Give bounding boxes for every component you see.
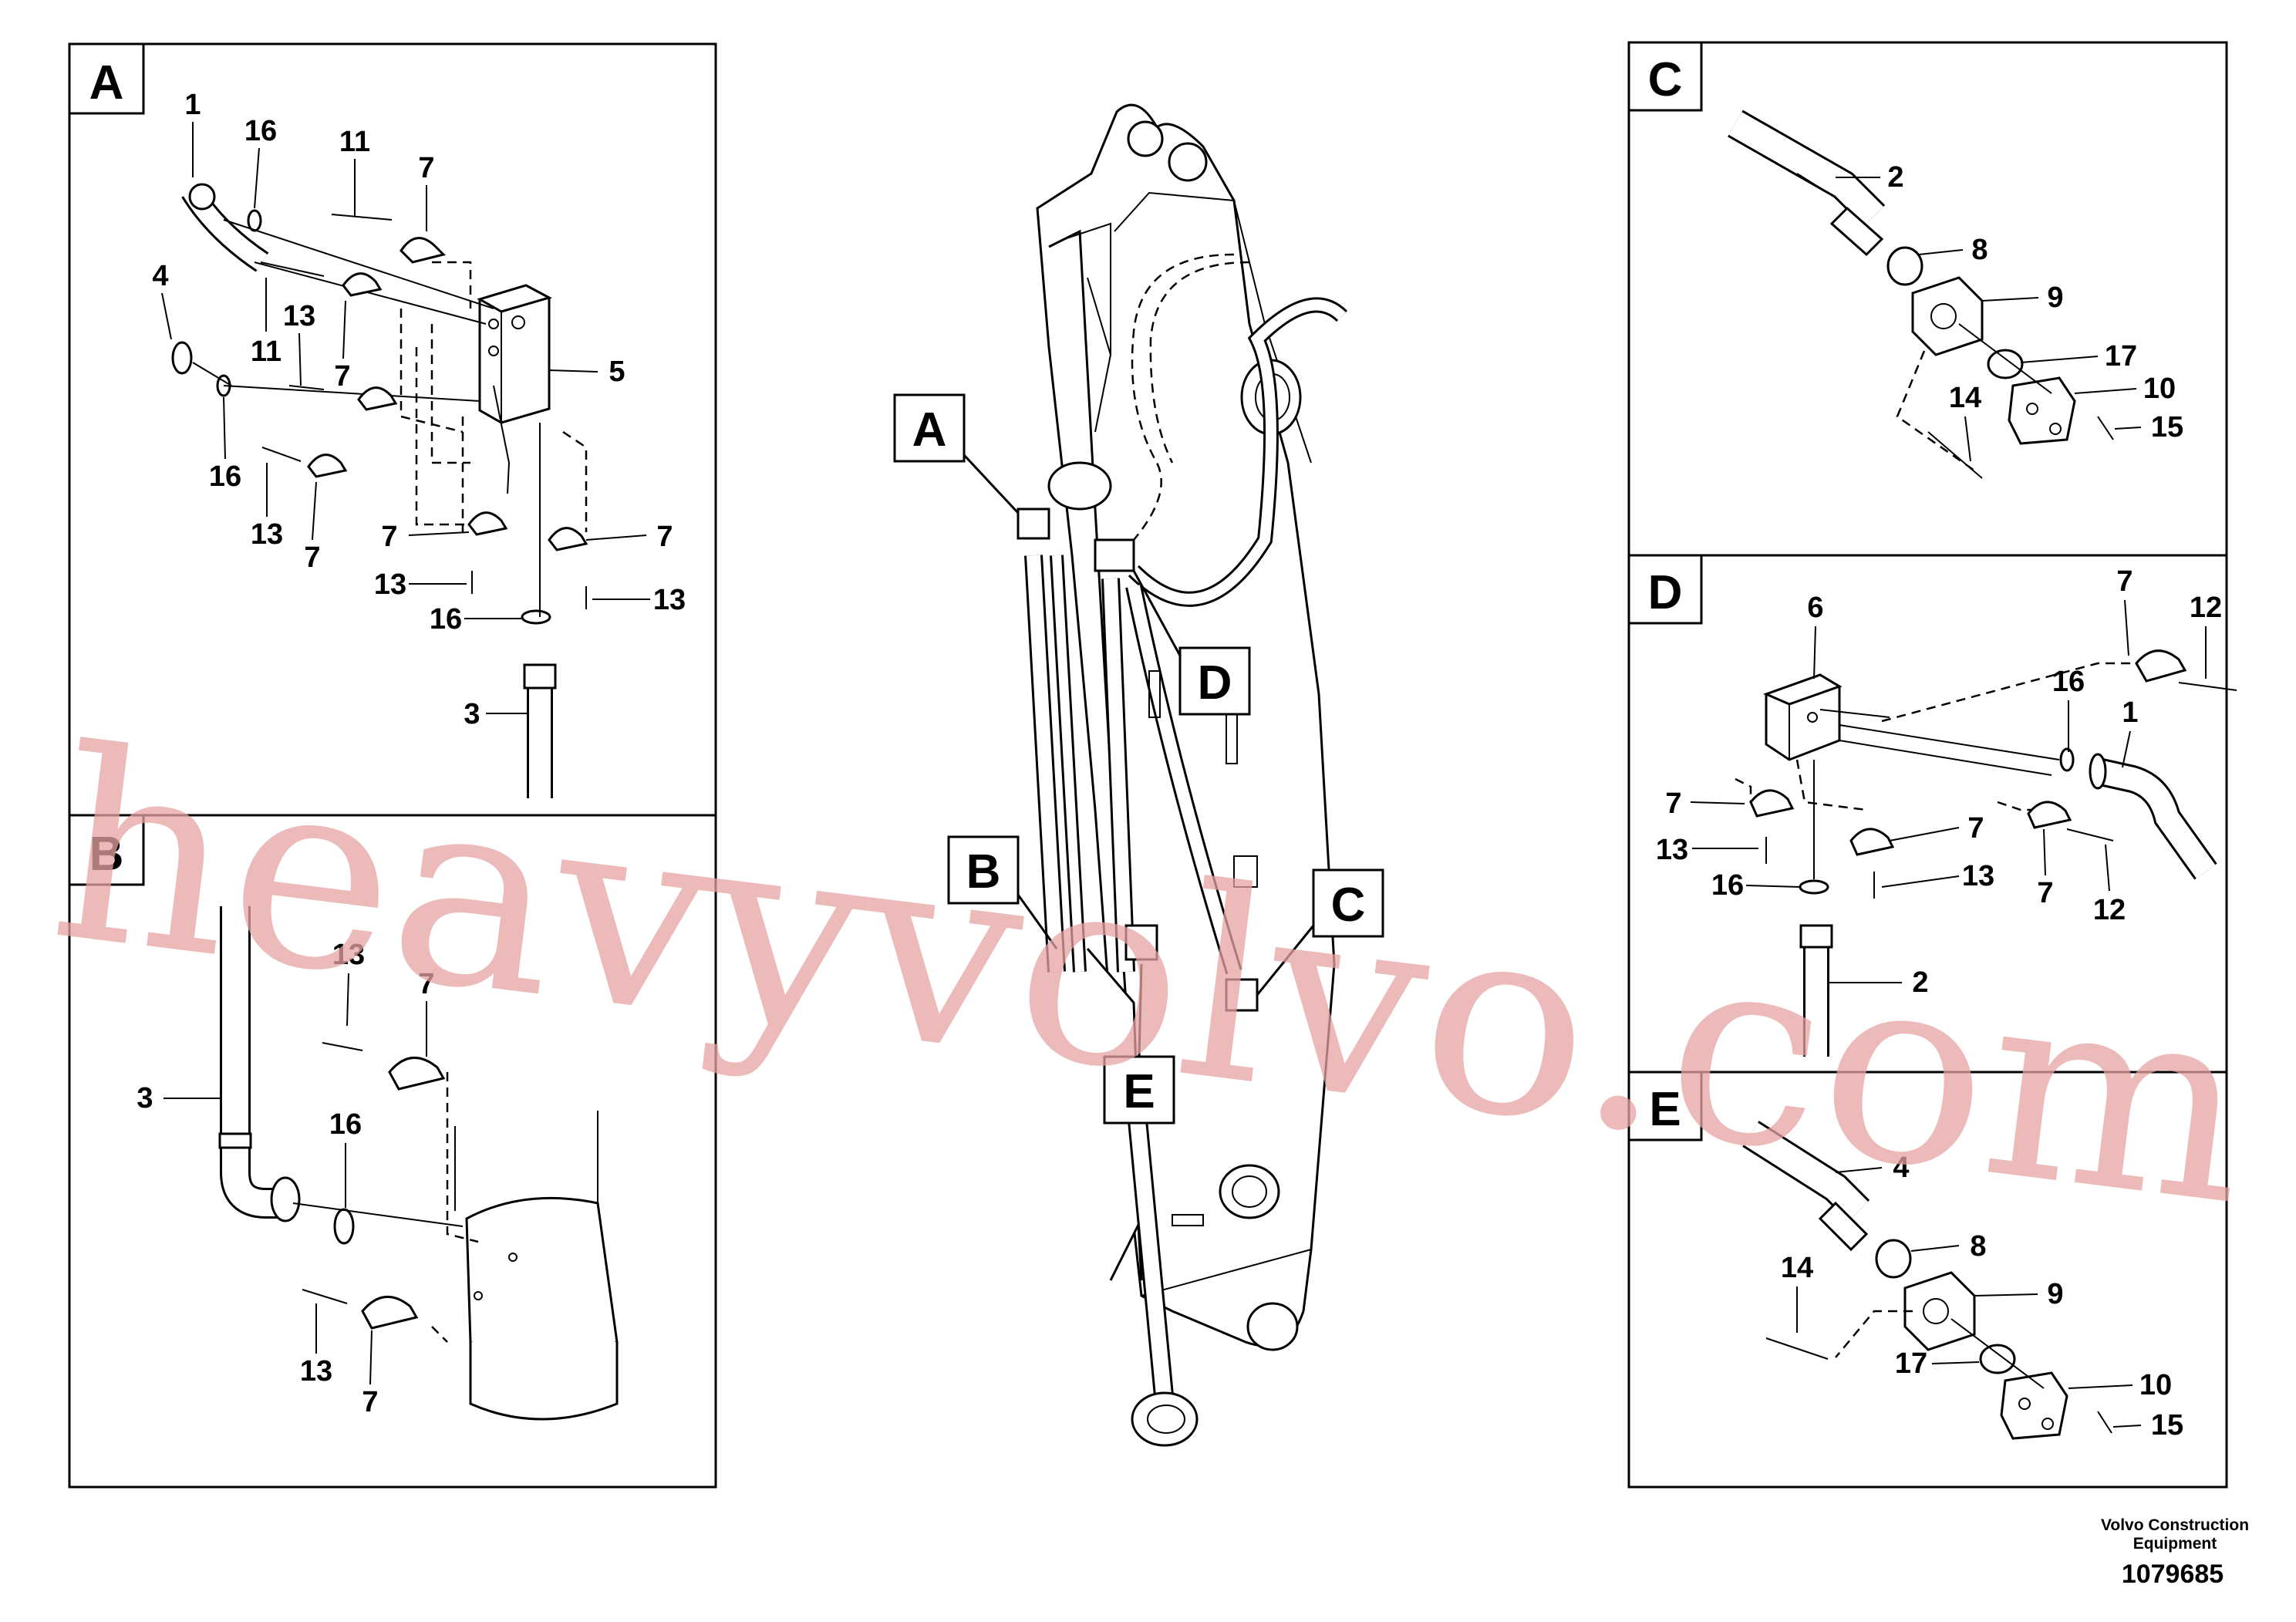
label-c-10: 10 bbox=[2143, 373, 2176, 405]
label-b-13: 13 bbox=[332, 939, 365, 971]
label-a-13d: 13 bbox=[653, 584, 686, 616]
label-e-17: 17 bbox=[1895, 1347, 1927, 1380]
label-e-14: 14 bbox=[1781, 1252, 1813, 1284]
label-e-15: 15 bbox=[2151, 1409, 2183, 1442]
label-c-15: 15 bbox=[2151, 411, 2183, 443]
boom-assembly-view: A B C D E bbox=[893, 103, 1384, 1447]
label-a-4: 4 bbox=[152, 260, 168, 292]
label-d-7b: 7 bbox=[1665, 787, 1681, 820]
label-e-8: 8 bbox=[1970, 1230, 1986, 1263]
label-c-14: 14 bbox=[1949, 382, 1981, 414]
label-e-10: 10 bbox=[2139, 1369, 2172, 1401]
label-a-7e: 7 bbox=[656, 521, 673, 553]
callout-e: E bbox=[1123, 1065, 1155, 1118]
label-d-16b: 16 bbox=[1711, 869, 1744, 902]
label-a-3: 3 bbox=[464, 698, 480, 730]
label-b-7b: 7 bbox=[362, 1386, 378, 1418]
label-a-11: 11 bbox=[339, 126, 370, 158]
label-b-3: 3 bbox=[137, 1082, 153, 1114]
label-a-7c: 7 bbox=[304, 541, 320, 574]
o-ring-icon bbox=[247, 209, 262, 232]
panel-e-tag: E bbox=[1649, 1083, 1681, 1136]
callout-b: B bbox=[966, 845, 1001, 899]
panel-b-tag: B bbox=[89, 828, 124, 881]
label-a-16c: 16 bbox=[430, 603, 462, 636]
callout-d: D bbox=[1198, 656, 1232, 710]
label-a-5: 5 bbox=[609, 356, 625, 388]
label-a-7: 7 bbox=[418, 152, 434, 184]
panel-b: B 13 7 3 16 13 7 bbox=[68, 814, 717, 1489]
o-ring-icon bbox=[521, 609, 551, 625]
label-d-7c: 7 bbox=[1967, 812, 1984, 845]
label-c-8: 8 bbox=[1971, 234, 1988, 266]
label-d-6: 6 bbox=[1807, 592, 1823, 624]
callout-c: C bbox=[1331, 878, 1366, 932]
document-number: 1079685 bbox=[2122, 1560, 2224, 1589]
callout-a: A bbox=[912, 403, 947, 457]
panel-c: C 2 8 9 17 10 14 15 bbox=[1627, 41, 2228, 557]
panel-d-tag: D bbox=[1648, 566, 1683, 619]
label-a-13c: 13 bbox=[374, 568, 406, 601]
label-d-13: 13 bbox=[1656, 834, 1688, 866]
label-d-16: 16 bbox=[2052, 666, 2085, 698]
panel-d: D 6 7 12 bbox=[1627, 554, 2237, 1074]
label-d-1: 1 bbox=[2122, 696, 2138, 729]
label-d-12b: 12 bbox=[2093, 894, 2126, 926]
label-a-16: 16 bbox=[244, 115, 277, 147]
label-c-17: 17 bbox=[2105, 340, 2137, 373]
label-c-9: 9 bbox=[2047, 282, 2063, 314]
panel-c-tag: C bbox=[1648, 53, 1683, 106]
label-a-7b: 7 bbox=[334, 360, 350, 393]
credit-line-1: Volvo Construction bbox=[2101, 1516, 2249, 1534]
label-a-13b: 13 bbox=[251, 518, 283, 551]
label-a-7d: 7 bbox=[381, 521, 397, 553]
label-a-1: 1 bbox=[184, 89, 201, 121]
label-a-16b: 16 bbox=[209, 460, 241, 493]
label-d-13b: 13 bbox=[1962, 860, 1994, 892]
label-d-12: 12 bbox=[2190, 592, 2222, 624]
label-b-7: 7 bbox=[418, 968, 434, 1000]
label-b-16: 16 bbox=[329, 1108, 362, 1141]
panel-a: A bbox=[68, 42, 717, 817]
label-e-9: 9 bbox=[2047, 1278, 2063, 1310]
panel-a-tag: A bbox=[89, 56, 124, 110]
label-e-4: 4 bbox=[1893, 1152, 1909, 1184]
label-d-7: 7 bbox=[2116, 565, 2132, 598]
label-d-2: 2 bbox=[1912, 966, 1928, 999]
label-a-11b: 11 bbox=[251, 336, 282, 368]
panel-e: E 4 8 9 14 17 10 15 bbox=[1627, 1071, 2228, 1489]
label-a-13: 13 bbox=[283, 300, 315, 332]
label-d-7d: 7 bbox=[2037, 877, 2053, 909]
label-b-13b: 13 bbox=[300, 1355, 332, 1388]
footer: Volvo Construction Equipment 1079685 bbox=[2101, 1516, 2249, 1589]
label-c-2: 2 bbox=[1887, 161, 1903, 194]
credit-line-2: Equipment bbox=[2133, 1535, 2217, 1553]
